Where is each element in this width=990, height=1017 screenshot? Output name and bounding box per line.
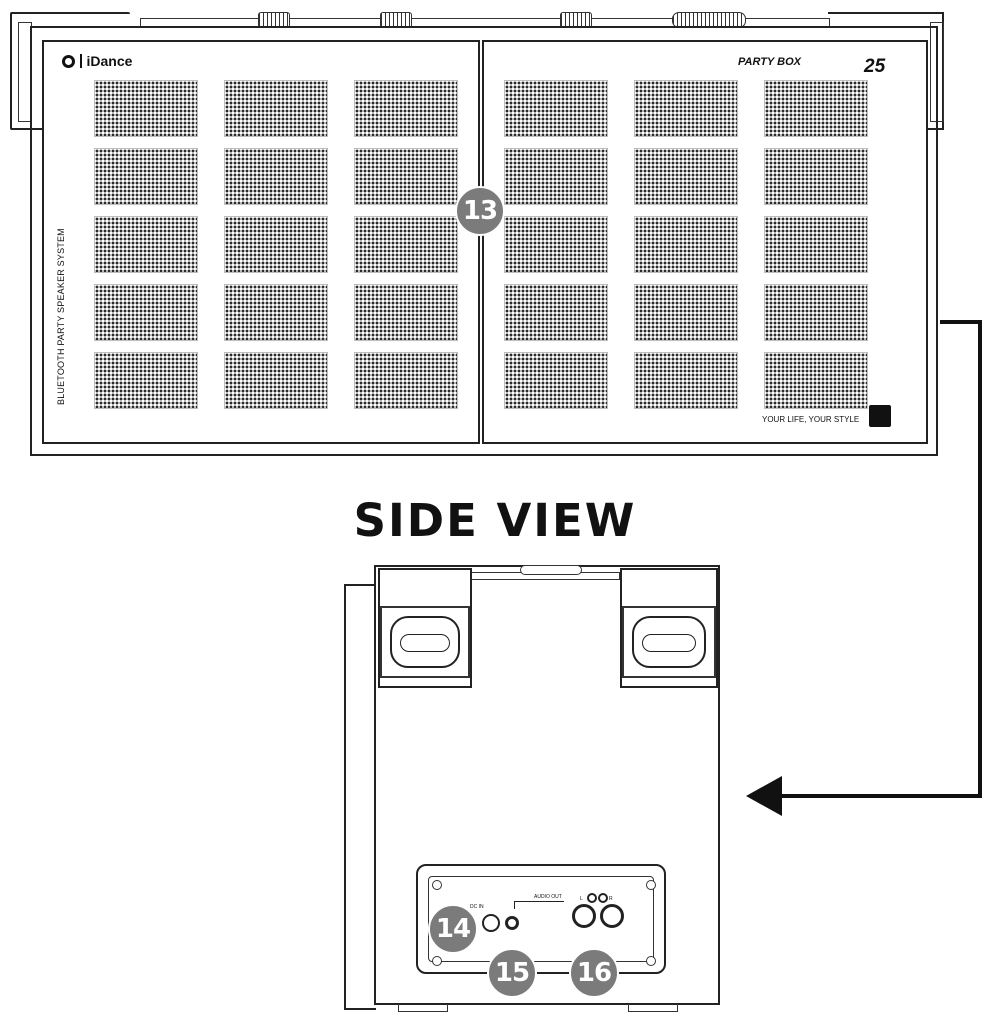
grille-block <box>504 216 608 273</box>
callout-16: 16 <box>569 948 619 998</box>
side-handle-right-frame <box>622 606 716 678</box>
side-foot-left <box>398 1004 448 1012</box>
top-knob-4 <box>672 12 746 28</box>
connector-panel-inner <box>428 876 654 962</box>
callout-15: 15 <box>487 948 537 998</box>
brand-logo: iDance <box>62 53 132 69</box>
side-handle-right-grip <box>632 616 706 668</box>
top-edge <box>140 18 830 28</box>
grille-block <box>354 80 458 137</box>
grille-block <box>764 216 868 273</box>
grille-block <box>504 148 608 205</box>
model-number: 25 <box>864 56 886 77</box>
grille-block <box>94 80 198 137</box>
grille-block <box>764 352 868 409</box>
side-handle-left-slot <box>400 634 450 652</box>
grille-block <box>94 284 198 341</box>
grille-block <box>634 216 738 273</box>
audio-left-label: L <box>580 896 583 902</box>
grille-block <box>224 80 328 137</box>
grille-block <box>634 148 738 205</box>
grille-block <box>634 352 738 409</box>
grille-block <box>354 352 458 409</box>
grille-block <box>224 148 328 205</box>
model-label: PARTY BOX <box>738 56 801 68</box>
audio-right-label: R <box>609 896 613 902</box>
grille-block <box>764 148 868 205</box>
panel-screw-tr <box>646 880 656 890</box>
side-foot-right <box>628 1004 678 1012</box>
arrowhead-icon <box>746 776 782 816</box>
front-body <box>30 26 938 456</box>
grille-block <box>634 80 738 137</box>
side-top-knob <box>520 565 582 575</box>
grille-block <box>764 284 868 341</box>
panel-screw-br <box>646 956 656 966</box>
side-handle-right-slot <box>642 634 696 652</box>
side-back-edge <box>344 584 376 1010</box>
audio-ring-left <box>587 893 597 903</box>
top-knob-2 <box>380 12 412 28</box>
grille-block <box>354 284 458 341</box>
audio-ring-right <box>598 893 608 903</box>
grille-block <box>764 80 868 137</box>
aux-jack <box>505 916 519 930</box>
brand-logo-icon <box>62 54 75 68</box>
brand-square <box>869 405 891 427</box>
side-handle-left-grip <box>390 616 460 668</box>
grille-block <box>504 284 608 341</box>
audio-out-left-jack <box>572 904 596 928</box>
slogan: YOUR LIFE, YOUR STYLE <box>762 415 860 424</box>
grille-block <box>504 352 608 409</box>
panel-screw-tl <box>432 880 442 890</box>
audio-out-right-jack <box>600 904 624 928</box>
grille-block <box>354 148 458 205</box>
grille-block <box>634 284 738 341</box>
callout-13: 13 <box>455 186 505 236</box>
grille-block <box>504 80 608 137</box>
dc-in-label: DC IN <box>470 904 484 910</box>
callout-14: 14 <box>428 904 478 954</box>
side-view-title: SIDE VIEW <box>353 494 637 547</box>
panel-screw-bl <box>432 956 442 966</box>
grille-block <box>224 352 328 409</box>
audio-out-bracket <box>514 901 564 909</box>
dc-in-jack <box>482 914 500 932</box>
grille-block <box>354 216 458 273</box>
grille-block <box>224 216 328 273</box>
brand-name: iDance <box>86 53 133 69</box>
grille-block <box>94 148 198 205</box>
top-knob-3 <box>560 12 592 28</box>
grille-block <box>94 352 198 409</box>
connector-panel <box>416 864 666 974</box>
grille-block <box>224 284 328 341</box>
audio-out-label: AUDIO OUT <box>534 894 562 900</box>
grille-block <box>94 216 198 273</box>
side-handle-left-frame <box>380 606 470 678</box>
